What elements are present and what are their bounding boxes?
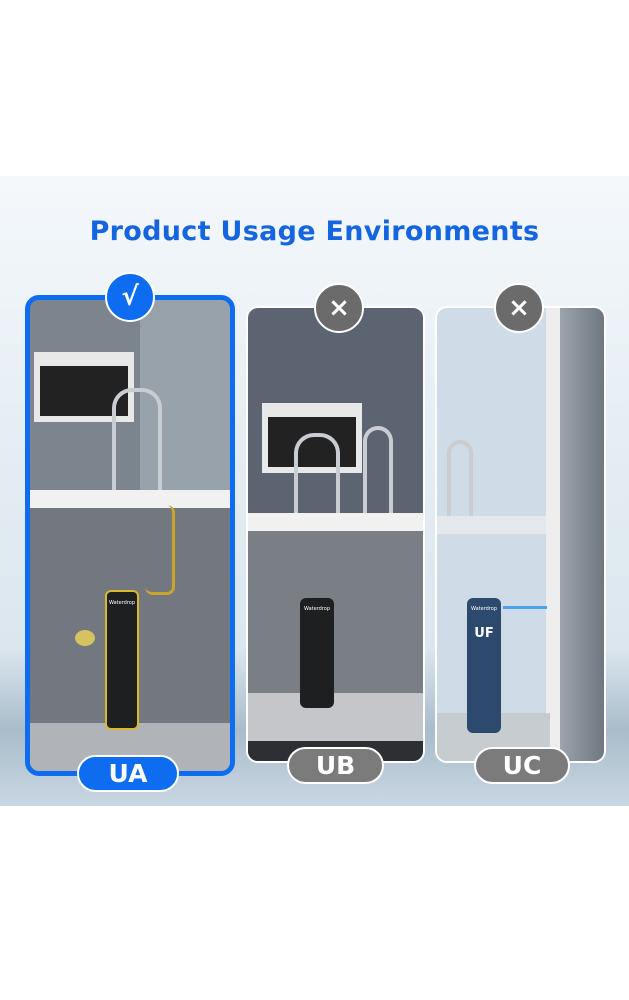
refrigerator bbox=[546, 308, 604, 761]
label-uc: UC bbox=[474, 747, 570, 784]
filter-brand: Waterdrop bbox=[108, 600, 136, 606]
label-ua: UA bbox=[77, 755, 179, 792]
environment-panel-ub: Waterdrop bbox=[246, 306, 425, 763]
faucet bbox=[112, 388, 162, 498]
environment-panel-ua: Waterdrop bbox=[25, 295, 235, 776]
product-usage-banner: Product Usage Environments Waterdrop √ U… bbox=[0, 176, 629, 806]
water-filter: Waterdrop bbox=[105, 590, 139, 730]
water-filter: Waterdrop UF bbox=[467, 598, 501, 733]
banner-title: Product Usage Environments bbox=[89, 216, 540, 247]
cross-icon: × bbox=[494, 283, 544, 333]
inlet-pipe bbox=[145, 505, 175, 595]
environment-panel-uc: Waterdrop UF bbox=[435, 306, 606, 763]
faucet bbox=[447, 440, 473, 520]
cross-icon: × bbox=[314, 283, 364, 333]
filter-brand: Waterdrop bbox=[470, 606, 498, 612]
oven bbox=[34, 352, 134, 422]
water-filter: Waterdrop bbox=[300, 598, 334, 708]
filter-type: UF bbox=[474, 626, 494, 641]
faucet-secondary bbox=[363, 426, 393, 516]
check-icon: √ bbox=[105, 272, 155, 322]
arrow-right-icon bbox=[503, 606, 547, 609]
label-ub: UB bbox=[287, 747, 384, 784]
valve-icon bbox=[75, 630, 95, 646]
filter-brand: Waterdrop bbox=[303, 606, 331, 612]
faucet bbox=[294, 433, 340, 513]
oven bbox=[262, 403, 362, 473]
